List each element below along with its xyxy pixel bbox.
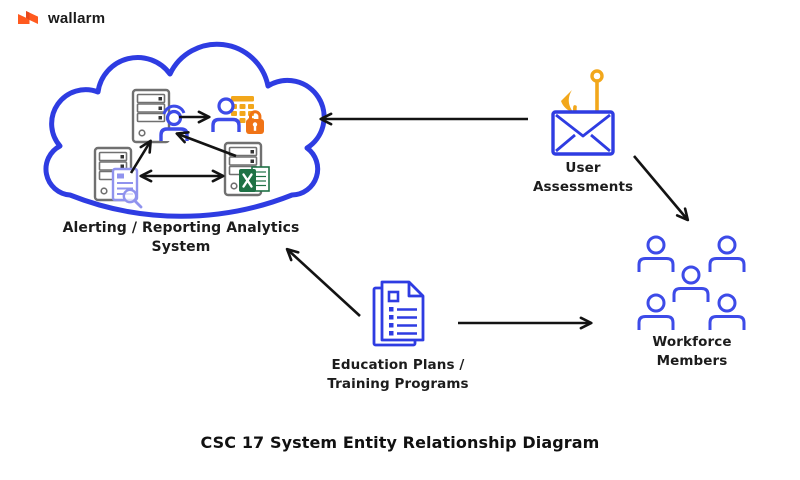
person-icon bbox=[637, 293, 675, 332]
diagram-title: CSC 17 System Entity Relationship Diagra… bbox=[200, 433, 600, 452]
person-icon bbox=[637, 235, 675, 274]
people-group-icon bbox=[637, 235, 746, 332]
server-document-search-icon bbox=[93, 146, 143, 209]
edge-excelserver-to-mainserver bbox=[175, 131, 237, 158]
user-assessments-label: User Assessments bbox=[533, 160, 634, 195]
edge-education-to-analytics bbox=[285, 247, 361, 317]
user-keypad-lock-icon bbox=[211, 96, 264, 134]
edge-assessments-to-workforce bbox=[633, 155, 690, 222]
server-excel-icon bbox=[223, 141, 270, 197]
person-icon bbox=[708, 235, 746, 274]
workforce-members-label: Workforce Members bbox=[652, 334, 732, 369]
stacked-documents-icon bbox=[372, 280, 425, 347]
analytics-system-label: Alerting / Reporting Analytics System bbox=[62, 220, 300, 255]
person-icon bbox=[708, 293, 746, 332]
person-icon bbox=[672, 265, 710, 304]
brand-logo-text: wallarm bbox=[48, 9, 106, 27]
edge-docserver-to-mainserver bbox=[129, 139, 152, 174]
education-plans-label: Education Plans / Training Programs bbox=[327, 357, 469, 392]
brand-logo: wallarm bbox=[17, 9, 105, 27]
wallarm-logo-icon bbox=[18, 11, 38, 24]
phishing-envelope-hook-icon bbox=[551, 69, 615, 156]
